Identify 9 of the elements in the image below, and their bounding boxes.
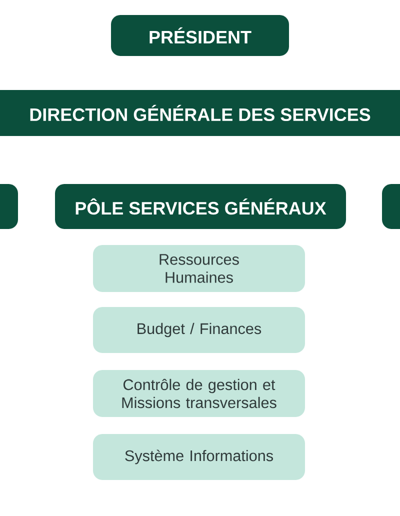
empty-box xyxy=(382,184,400,229)
service-box: Système Informations xyxy=(93,434,305,480)
service-box: Ressources Humaines xyxy=(93,245,305,292)
service-box: Contrôle de gestion et Missions transversales xyxy=(93,370,305,417)
title-box: PRÉSIDENT xyxy=(111,14,289,56)
empty-box xyxy=(0,184,18,229)
service-box: Budget / Finances xyxy=(93,307,305,353)
title-box: DIRECTION GÉNÉRALE DES SERVICES xyxy=(0,90,400,136)
title-box: PÔLE SERVICES GÉNÉRAUX xyxy=(55,184,346,229)
